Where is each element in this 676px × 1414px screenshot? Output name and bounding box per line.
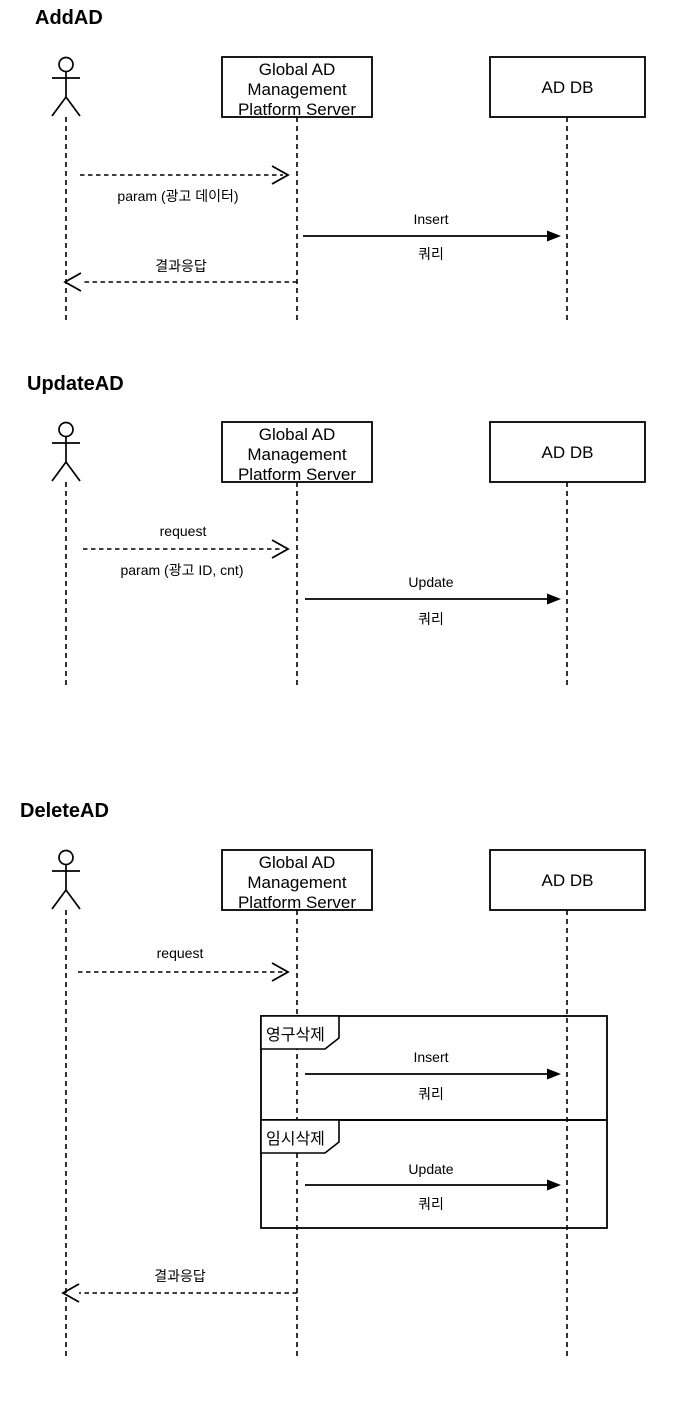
message-request: request — [78, 945, 290, 982]
message-label-result: 결과응답 — [155, 258, 207, 274]
server-name-line2: Management — [247, 873, 347, 892]
message-request: request param (광고 ID, cnt) — [83, 523, 290, 578]
filled-arrowhead-icon — [547, 1179, 561, 1191]
actor-icon — [51, 56, 81, 117]
open-arrowhead-icon — [271, 165, 290, 185]
section-deletead: DeleteAD Global AD Management Platform S… — [20, 800, 646, 1358]
fragment-label-temporary: 임시삭제 — [266, 1130, 325, 1148]
fragment-label-tab — [260, 1015, 340, 1050]
actor-icon — [51, 849, 81, 910]
message-update: Update 쿼리 — [305, 574, 561, 627]
open-arrowhead-icon — [61, 1283, 80, 1303]
fragment-label-permanent: 영구삭제 — [266, 1026, 325, 1044]
fragment-label-tab — [260, 1119, 340, 1154]
server-name-line3: Platform Server — [238, 893, 356, 912]
db-box — [489, 421, 646, 483]
section-addad: AddAD Global AD Management Platform Serv… — [35, 7, 646, 324]
filled-arrowhead-icon — [547, 593, 561, 605]
open-arrowhead-icon — [63, 272, 82, 292]
db-name: AD DB — [542, 871, 594, 890]
message-label-result: 결과응답 — [154, 1268, 206, 1284]
server-name-line1: Global AD — [259, 853, 336, 872]
message-label-request: request — [157, 945, 204, 961]
message-result: 결과응답 — [61, 1268, 297, 1303]
server-name-line1: Global AD — [259, 425, 336, 444]
section-updatead: UpdateAD Global AD Management Platform S… — [27, 373, 646, 686]
section-title-addad: AddAD — [35, 7, 103, 29]
actor-icon — [51, 421, 81, 482]
server-name-line1: Global AD — [259, 60, 336, 79]
server-box — [221, 56, 373, 118]
server-name-line3: Platform Server — [238, 465, 356, 484]
message-label-param: param (광고 데이터) — [117, 188, 238, 204]
db-name: AD DB — [542, 78, 594, 97]
server-name-line2: Management — [247, 80, 347, 99]
open-arrowhead-icon — [271, 539, 290, 559]
server-name-line3: Platform Server — [238, 100, 356, 119]
db-name: AD DB — [542, 443, 594, 462]
db-box — [489, 56, 646, 118]
open-arrowhead-icon — [271, 962, 290, 982]
section-title-updatead: UpdateAD — [27, 373, 124, 395]
fragment-temporary: 임시삭제 Update 쿼리 — [260, 1119, 608, 1229]
server-name-line2: Management — [247, 445, 347, 464]
message-insert: Insert 쿼리 — [305, 1049, 561, 1102]
message-result: 결과응답 — [63, 258, 297, 292]
message-label-update-sub: 쿼리 — [418, 611, 444, 627]
message-label-insert-sub: 쿼리 — [418, 1086, 444, 1102]
message-label-insert-sub: 쿼리 — [418, 246, 444, 262]
message-update: Update 쿼리 — [305, 1161, 561, 1212]
filled-arrowhead-icon — [547, 230, 561, 242]
fragment-permanent: 영구삭제 Insert 쿼리 — [260, 1015, 608, 1121]
message-label-param: param (광고 ID, cnt) — [120, 562, 243, 578]
db-box — [489, 849, 646, 911]
fragment-frame — [260, 1119, 608, 1229]
message-label-insert: Insert — [413, 1049, 448, 1065]
message-label-update: Update — [408, 574, 453, 590]
message-param: param (광고 데이터) — [80, 165, 290, 204]
message-label-request: request — [160, 523, 207, 539]
message-label-update: Update — [408, 1161, 453, 1177]
message-insert: Insert 쿼리 — [303, 211, 561, 262]
section-title-deletead: DeleteAD — [20, 800, 109, 822]
message-label-update-sub: 쿼리 — [418, 1196, 444, 1212]
message-label-insert: Insert — [413, 211, 448, 227]
filled-arrowhead-icon — [547, 1068, 561, 1080]
